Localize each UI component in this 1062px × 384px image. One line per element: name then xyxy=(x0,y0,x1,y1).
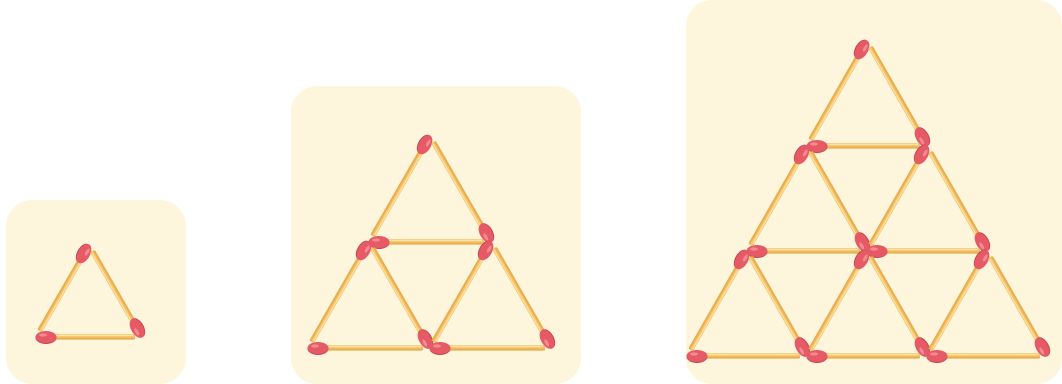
figure-1-triangle-r1-c1-bottom-matchstick xyxy=(36,331,136,344)
matchstick-highlight xyxy=(696,354,798,355)
figure-3-triangle-r3-c1-bottom-matchstick xyxy=(687,350,801,363)
match-head-shine xyxy=(750,247,758,250)
figure-3-triangle-r3-c1-left-matchstick xyxy=(684,247,752,353)
matchstick-highlight xyxy=(870,259,922,349)
figure-2-triangle-r2-c2-bottom-matchstick xyxy=(430,342,546,355)
figure-3-triangle-r3-c2-left-matchstick xyxy=(804,247,872,353)
figure-3-triangle-r3-c2-bottom-matchstick xyxy=(807,350,921,363)
match-head-shine xyxy=(311,344,319,347)
figure-1-triangle-r1-c1-left-matchstick xyxy=(33,241,94,334)
match-head-shine xyxy=(433,344,441,347)
matchstick-highlight xyxy=(812,49,864,139)
figure-3-triangle-r2-c2-bottom-matchstick xyxy=(867,245,981,258)
matchstick-highlight xyxy=(41,253,86,330)
matchstick-highlight xyxy=(750,259,802,349)
matchstick-highlight xyxy=(810,154,862,244)
figure-3-triangle-r1-c1-right-matchstick xyxy=(865,44,933,150)
figure-3-triangle-r2-c2-right-matchstick xyxy=(925,149,993,255)
figure-2-triangle-r2-c1-bottom-matchstick xyxy=(308,342,424,355)
matchstick-highlight xyxy=(317,346,421,347)
match-head-shine xyxy=(870,247,878,250)
matchstick-highlight xyxy=(439,346,543,347)
figure-2-triangle-r2-c1-left-matchstick xyxy=(305,238,374,345)
figure-2-triangle-r2-c2-right-matchstick xyxy=(489,245,558,352)
figure-2-triangle-r1-c1-left-matchstick xyxy=(366,132,435,239)
matchstick-highlight xyxy=(313,250,366,341)
figure-3-triangle-r1-c1-bottom-matchstick xyxy=(807,140,921,153)
match-head xyxy=(687,350,708,362)
figure-1-triangle-r1-c1-right-matchstick xyxy=(87,248,148,341)
match-head-shine xyxy=(39,333,47,336)
match-head-shine xyxy=(810,142,818,145)
figure-1-drawing xyxy=(6,200,186,384)
match-head xyxy=(36,331,57,343)
matchstick-highlight xyxy=(752,154,804,244)
match-head-shine xyxy=(930,352,938,355)
matchstick-highlight xyxy=(936,354,1038,355)
match-head xyxy=(927,350,948,362)
matchstick-highlight xyxy=(433,144,486,235)
figure-2-triangle-r1-c1-right-matchstick xyxy=(428,139,497,246)
figure-3-triangle-r2-c1-bottom-matchstick xyxy=(747,245,861,258)
match-head xyxy=(430,342,451,354)
matchstick-highlight xyxy=(92,253,137,330)
figure-3-drawing xyxy=(686,0,1062,384)
matchstick-highlight xyxy=(756,249,858,250)
match-head xyxy=(807,350,828,362)
match-head xyxy=(369,236,390,248)
match-head-shine xyxy=(810,352,818,355)
figure-3-triangle-r2-c1-left-matchstick xyxy=(744,142,812,248)
matchstick-highlight xyxy=(812,259,864,349)
figure-3-triangle-r3-c1-right-matchstick xyxy=(745,254,813,360)
figure-3-triangle-r3-c3-right-matchstick xyxy=(985,254,1053,360)
matchstick-highlight xyxy=(435,250,488,341)
figure-3-card xyxy=(686,0,1062,384)
figure-2-card xyxy=(291,86,581,384)
matchstick-highlight xyxy=(692,259,744,349)
figure-3-triangle-r3-c2-right-matchstick xyxy=(865,254,933,360)
matchstick-highlight xyxy=(494,250,547,341)
match-head-shine xyxy=(372,238,380,241)
figure-2-drawing xyxy=(291,86,581,384)
matchstick-highlight xyxy=(932,259,984,349)
figure-3-triangle-r1-c1-left-matchstick xyxy=(804,37,872,143)
figure-2-triangle-r2-c2-left-matchstick xyxy=(427,238,496,345)
figure-1-card xyxy=(6,200,186,384)
match-head xyxy=(807,140,828,152)
figure-2-triangle-r1-c1-bottom-matchstick xyxy=(369,236,485,249)
figure-3-triangle-r3-c3-left-matchstick xyxy=(924,247,992,353)
matchstick-highlight xyxy=(876,249,978,250)
matchstick-highlight xyxy=(816,144,918,145)
figure-3-triangle-r3-c3-bottom-matchstick xyxy=(927,350,1041,363)
matchstick-highlight xyxy=(990,259,1042,349)
matchstick-highlight xyxy=(872,154,924,244)
matchstick-highlight xyxy=(378,240,482,241)
matchstick-highlight xyxy=(816,354,918,355)
figure-3-triangle-r2-c2-left-matchstick xyxy=(864,142,932,248)
matchstick-highlight xyxy=(870,49,922,139)
matchstick-highlight xyxy=(930,154,982,244)
match-head xyxy=(747,245,768,257)
match-head xyxy=(308,342,329,354)
figure-3-triangle-r2-c1-right-matchstick xyxy=(805,149,873,255)
matchstick-highlight xyxy=(374,144,427,235)
match-head xyxy=(867,245,888,257)
match-head-shine xyxy=(690,352,698,355)
matchstick-highlight xyxy=(372,250,425,341)
figure-2-triangle-r2-c1-right-matchstick xyxy=(367,245,436,352)
matchstick-highlight xyxy=(45,335,133,336)
